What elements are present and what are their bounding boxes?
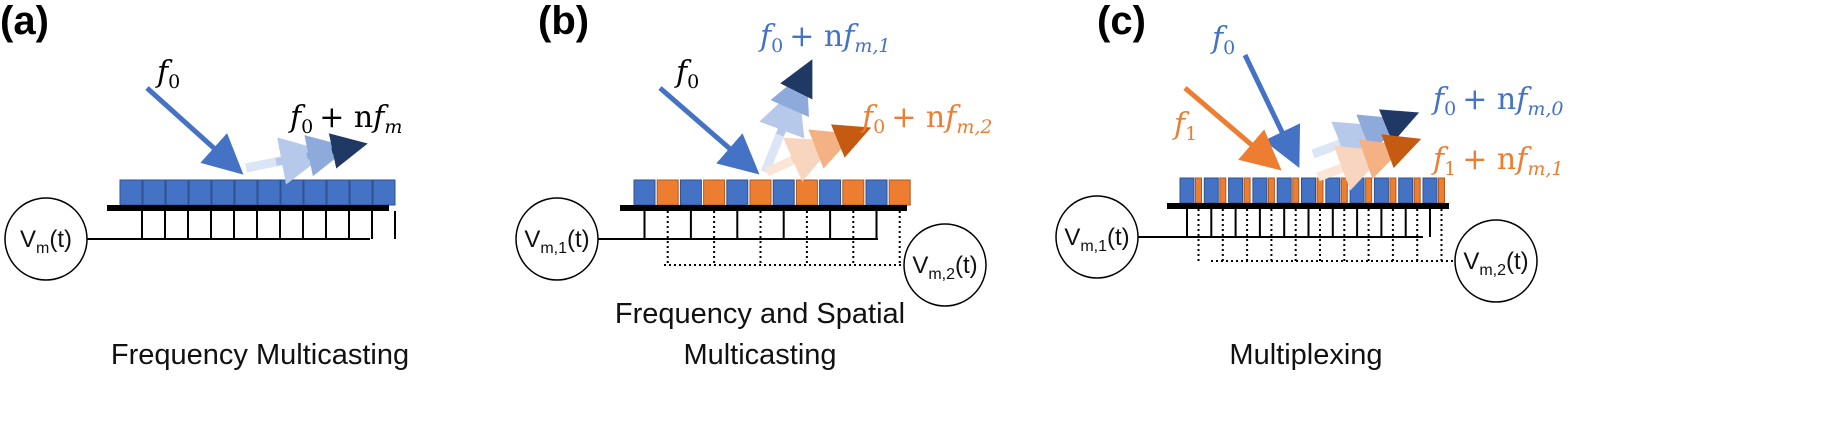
electrode-block	[1398, 177, 1414, 204]
electrode-block	[1413, 177, 1421, 204]
electrode-block	[749, 179, 772, 206]
electrode-block	[165, 179, 189, 206]
electrode-block	[349, 179, 373, 206]
electrode-array-b	[633, 179, 911, 206]
voltage-source-c2: Vm,2(t)	[1454, 219, 1538, 303]
electrode-block	[1219, 177, 1227, 204]
electrode-block	[280, 179, 304, 206]
voltage-label-c2: Vm,2(t)	[1463, 248, 1528, 279]
electrode-block	[1203, 177, 1219, 204]
input-beam-label-c1: f1	[1172, 107, 1197, 145]
electrode-block	[326, 179, 350, 206]
electrode-block	[1438, 177, 1445, 204]
electrode-array-c	[1179, 177, 1445, 204]
input-beam-label-b: f0	[674, 55, 699, 93]
panel-c: (c) Vm,1(t) Vm,2(t) f0 f1	[1055, 0, 1563, 371]
electrode-block	[257, 179, 281, 206]
voltage-source-a: Vm(t)	[4, 197, 88, 281]
electrode-block	[303, 179, 327, 206]
input-beam-label-a: f0	[155, 55, 180, 93]
panel-c-label: (c)	[1097, 0, 1146, 43]
voltage-label-c1: Vm,1(t)	[1064, 224, 1129, 255]
output-beam-c1	[1316, 134, 1422, 191]
input-beam-a	[145, 86, 244, 175]
output-beam-label-c1: f1+ nfm,1	[1431, 142, 1563, 180]
electrode-block	[234, 179, 258, 206]
panel-a: (a) Vm(t) f0 f0+ nfm Frequency Multicast…	[0, 0, 409, 371]
electrode-block	[1389, 177, 1397, 204]
output-beam-label-b2: f0+ nfm,2	[860, 100, 992, 138]
electrode-block	[1373, 177, 1389, 204]
electrode-block	[1267, 177, 1275, 204]
electrode-block	[1179, 177, 1195, 204]
electrode-block	[211, 179, 235, 206]
electrode-block	[372, 179, 396, 206]
input-beam-b	[658, 86, 760, 175]
electrode-block	[656, 179, 679, 206]
electrode-block	[1276, 177, 1292, 204]
electrode-array-a	[119, 179, 396, 206]
electrode-block	[633, 179, 656, 206]
input-beam-c0	[1242, 53, 1301, 169]
caption-c: Multiplexing	[1229, 339, 1382, 371]
electrode-block	[819, 179, 842, 206]
output-beam-label-a: f0+ nfm	[288, 100, 402, 138]
output-beam-b2	[765, 124, 872, 182]
electrode-block	[888, 179, 911, 206]
electrode-block	[1252, 177, 1268, 204]
voltage-label-b1: Vm,1(t)	[524, 226, 589, 257]
electrode-block	[1301, 177, 1316, 204]
voltage-label-a: Vm(t)	[20, 226, 72, 257]
electrode-block	[142, 179, 166, 206]
input-beam-c1	[1183, 86, 1282, 171]
output-beam-b1	[759, 59, 813, 174]
input-beam-label-c0: f0	[1210, 21, 1235, 59]
electrode-block	[119, 179, 143, 206]
electrode-block	[679, 179, 702, 206]
voltage-source-b1: Vm,1(t)	[515, 197, 599, 281]
panel-a-label: (a)	[0, 0, 49, 43]
voltage-source-b2: Vm,2(t)	[903, 223, 987, 307]
output-beam-c0	[1311, 109, 1420, 167]
caption-b-line2: Multicasting	[683, 339, 836, 371]
substrate-bar-c	[1167, 203, 1449, 209]
output-beam-label-b1: f0+ nfm,1	[758, 19, 890, 57]
voltage-source-c1: Vm,1(t)	[1055, 195, 1139, 279]
electrode-block	[703, 179, 726, 206]
electrode-block	[842, 179, 865, 206]
comb-wiring-a	[141, 211, 396, 239]
substrate-bar-a	[107, 205, 389, 211]
electrode-block	[188, 179, 212, 206]
electrode-block	[772, 179, 795, 206]
electrode-block	[1243, 177, 1251, 204]
comb-wiring-c	[1186, 209, 1443, 261]
electrode-block	[1349, 177, 1365, 204]
caption-a: Frequency Multicasting	[111, 339, 409, 371]
electrode-block	[795, 179, 818, 206]
electrode-block	[1292, 177, 1300, 204]
panel-b-label: (b)	[538, 0, 589, 43]
electrode-block	[865, 179, 888, 206]
electrode-block	[726, 179, 749, 206]
substrate-bar-b	[620, 205, 907, 211]
caption-b-line1: Frequency and Spatial	[615, 298, 905, 330]
output-beam-a	[245, 133, 368, 185]
electrode-block	[1340, 177, 1348, 204]
electrode-block	[1422, 177, 1438, 204]
electrode-block	[1325, 177, 1341, 204]
electrode-block	[1316, 177, 1324, 204]
voltage-label-b2: Vm,2(t)	[912, 252, 977, 283]
electrode-block	[1365, 177, 1373, 204]
electrode-block	[1228, 177, 1244, 204]
output-beam-label-c0: f0+ nfm,0	[1431, 82, 1563, 120]
panel-b: (b) Vm,1(t) Vm,2(t) f0 f0	[515, 0, 992, 371]
electrode-block	[1195, 177, 1202, 204]
